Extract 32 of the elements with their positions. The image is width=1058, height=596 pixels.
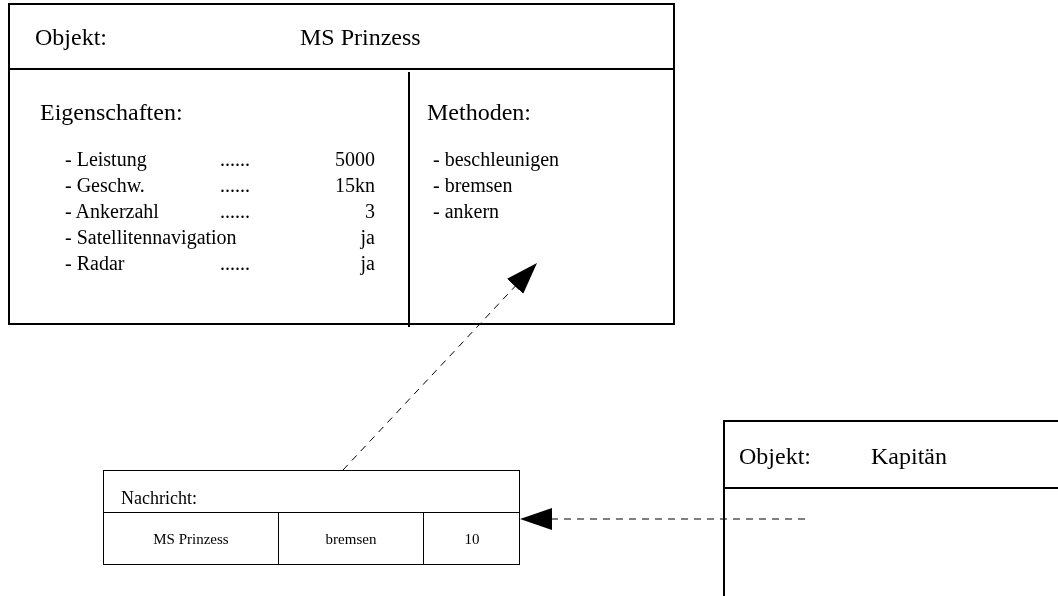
- property-name: - Ankerzahl: [65, 201, 159, 221]
- message-box: [103, 470, 520, 565]
- message-field: 10: [424, 512, 520, 565]
- object-name: Kapitän: [871, 444, 947, 468]
- property-name: - Satellitennavigation: [65, 227, 237, 247]
- object-name: MS Prinzess: [300, 25, 421, 49]
- method-name: - bremsen: [433, 175, 513, 195]
- method-name: - beschleunigen: [433, 149, 560, 169]
- section-heading: Methoden:: [427, 100, 531, 124]
- dot-leader: ......: [220, 201, 250, 221]
- message-heading: Nachricht:: [121, 489, 197, 507]
- dot-leader: ......: [220, 253, 250, 273]
- message-field: MS Prinzess: [104, 512, 279, 565]
- property-name: - Geschw.: [65, 175, 145, 195]
- property-value: ja: [359, 253, 375, 273]
- dot-leader: ......: [220, 149, 250, 169]
- property-name: - Leistung: [65, 149, 147, 169]
- property-value: ja: [359, 227, 375, 247]
- property-value: 3: [364, 201, 375, 221]
- object-label: Objekt:: [739, 444, 811, 468]
- object-label: Objekt:: [35, 25, 107, 49]
- object-box: [8, 3, 675, 325]
- section-heading: Eigenschaften:: [40, 100, 183, 124]
- dashed-arrow: [519, 508, 806, 530]
- method-name: - ankern: [433, 201, 500, 221]
- dot-leader: ......: [220, 175, 250, 195]
- property-name: - Radar: [65, 253, 125, 273]
- object-box: [723, 420, 1058, 596]
- property-value: 15kn: [334, 175, 375, 195]
- dashed-arrow: [342, 262, 538, 471]
- message-field: bremsen: [279, 512, 424, 565]
- property-value: 5000: [334, 149, 375, 169]
